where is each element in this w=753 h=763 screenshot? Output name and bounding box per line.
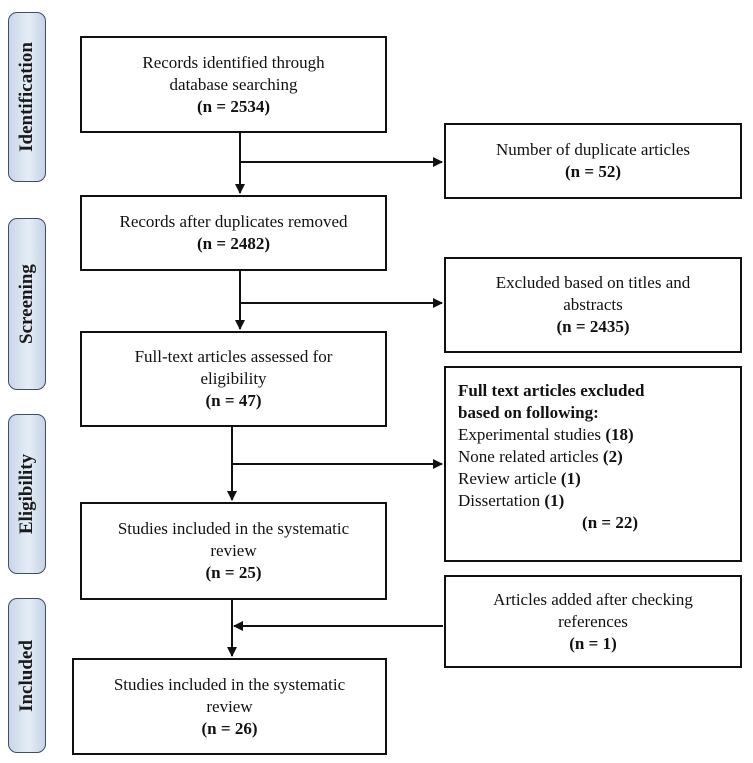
box-duplicate-articles-line1: Number of duplicate articles	[495, 140, 690, 159]
box-studies-included-final-line2: review	[206, 696, 253, 716]
box-records-identified-count: (n = 2534)	[197, 96, 270, 116]
box-records-after-duplicates-line1: Records after duplicates removed	[119, 212, 348, 231]
box-fulltext-assessed-line1: Full-text articles assessed for	[134, 347, 333, 366]
exclusion-item-dissertation: Dissertation (1)	[458, 490, 564, 512]
box-records-identified: Records identified through database sear…	[80, 36, 387, 133]
exclusion-item-none-related: None related articles (2)	[458, 446, 623, 468]
exclusion-item-label: Dissertation	[458, 491, 545, 510]
exclusion-item-count: (2)	[602, 447, 623, 466]
exclusion-item-label: Experimental studies	[458, 425, 606, 444]
box-duplicate-articles-count: (n = 52)	[565, 162, 621, 181]
box-studies-included-final-count: (n = 26)	[201, 718, 258, 738]
box-articles-added: Articles added after checking references…	[444, 575, 742, 668]
box-studies-included-review-line2: review	[210, 541, 257, 560]
box-articles-added-line2: references	[558, 611, 628, 631]
exclusion-item-experimental: Experimental studies (18)	[458, 424, 634, 446]
stage-eligibility: Eligibility	[8, 414, 46, 574]
box-articles-added-count: (n = 1)	[569, 633, 617, 653]
exclusion-item-review-article: Review article (1)	[458, 468, 581, 490]
box-studies-included-review-line1: Studies included in the systematic	[117, 519, 350, 538]
box-excluded-titles-abstracts-line1: Excluded based on titles and	[495, 273, 691, 292]
box-excluded-titles-abstracts: Excluded based on titles and abstracts (…	[444, 257, 742, 353]
stage-identification-label: Identification	[16, 42, 37, 152]
stage-identification: Identification	[8, 12, 46, 182]
box-fulltext-excluded-heading-1: Full text articles excluded	[458, 381, 645, 400]
box-studies-included-review: Studies included in the systematic revie…	[80, 502, 387, 600]
stage-included-label: Included	[16, 639, 37, 712]
box-excluded-titles-abstracts-count: (n = 2435)	[556, 317, 630, 336]
box-fulltext-excluded-heading-2: based on following:	[458, 403, 599, 422]
exclusion-item-count: (1)	[544, 491, 565, 510]
box-records-after-duplicates: Records after duplicates removed (n = 24…	[80, 195, 387, 271]
stage-eligibility-label: Eligibility	[16, 453, 37, 535]
box-fulltext-assessed: Full-text articles assessed for eligibil…	[80, 331, 387, 427]
box-duplicate-articles: Number of duplicate articles (n = 52)	[444, 123, 742, 199]
box-fulltext-excluded-count: (n = 22)	[582, 513, 638, 532]
exclusion-item-label: None related articles	[458, 447, 603, 466]
stage-screening: Screening	[8, 218, 46, 390]
exclusion-item-label: Review article	[458, 469, 561, 488]
box-fulltext-excluded: Full text articles excluded based on fol…	[444, 366, 742, 562]
box-excluded-titles-abstracts-line2: abstracts	[563, 295, 623, 314]
stage-screening-label: Screening	[16, 264, 37, 344]
box-studies-included-review-count: (n = 25)	[205, 563, 262, 582]
box-records-identified-line2: database searching	[169, 74, 298, 94]
stage-included: Included	[8, 598, 46, 753]
exclusion-item-count: (18)	[605, 425, 634, 444]
box-articles-added-line1: Articles added after checking	[493, 589, 693, 609]
box-studies-included-final-line1: Studies included in the systematic	[113, 674, 346, 694]
exclusion-item-count: (1)	[560, 469, 581, 488]
box-fulltext-assessed-count: (n = 47)	[205, 391, 262, 410]
box-records-after-duplicates-count: (n = 2482)	[197, 234, 270, 253]
box-records-identified-line1: Records identified through	[142, 52, 325, 72]
box-studies-included-final: Studies included in the systematic revie…	[72, 658, 387, 755]
box-fulltext-assessed-line2: eligibility	[200, 369, 267, 388]
